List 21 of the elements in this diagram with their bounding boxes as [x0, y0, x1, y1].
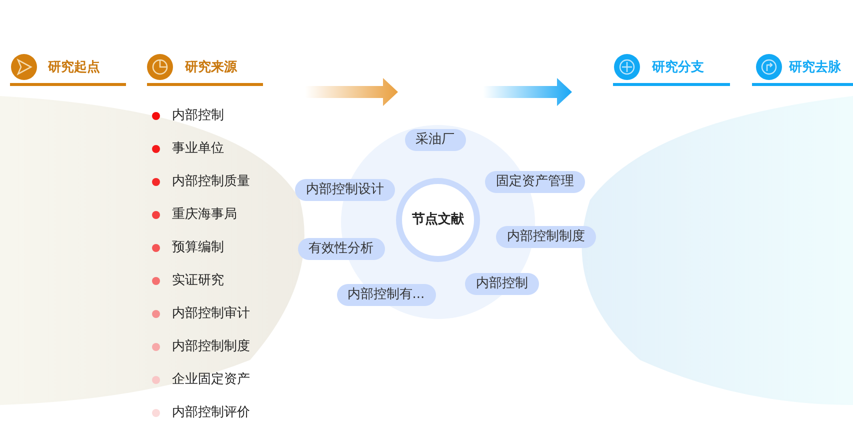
keyword-pill: 内部控制 [465, 273, 539, 295]
list-item: 内部控制审计 [172, 305, 250, 323]
list-item: 事业单位 [172, 140, 224, 158]
section-heading: 研究来源 [185, 59, 237, 77]
section-heading: 研究起点 [48, 59, 100, 77]
keyword-pill: 内部控制有... [336, 284, 436, 306]
list-item: 内部控制制度 [172, 338, 250, 356]
keyword-pill: 采油厂 [404, 129, 466, 151]
keyword-pill: 内部控制制度 [496, 226, 596, 248]
list-item: 企业固定资产 [172, 371, 250, 389]
keyword-pill: 内部控制设计 [295, 179, 395, 201]
list-item: 内部控制 [172, 107, 224, 125]
keyword-pill: 有效性分析 [298, 238, 384, 260]
keyword-pill: 固定资产管理 [485, 171, 585, 193]
section-heading: 研究分支 [652, 59, 704, 77]
list-item: 预算编制 [172, 239, 224, 257]
list-item: 重庆海事局 [172, 206, 237, 224]
section-heading: 研究去脉 [789, 59, 841, 77]
list-item: 内部控制评价 [172, 404, 250, 422]
list-item: 实证研究 [172, 272, 224, 290]
list-item: 内部控制质量 [172, 173, 250, 191]
